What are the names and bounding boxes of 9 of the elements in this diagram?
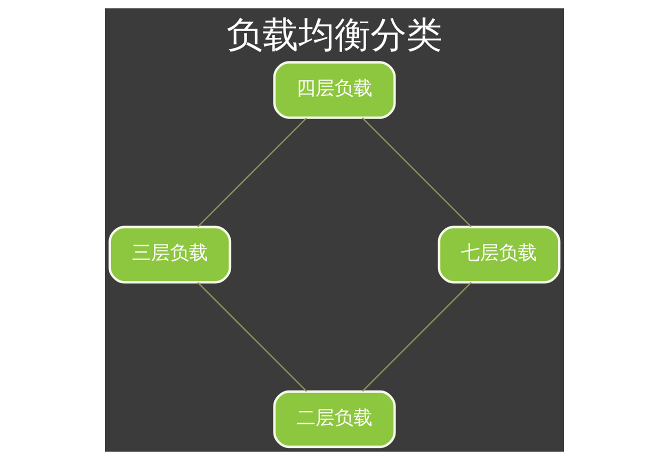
node-box: 七层负载 [437,226,560,284]
connector [362,282,472,392]
connector [196,118,306,228]
connector [361,117,472,228]
node-box: 二层负载 [272,390,396,448]
diagram-title: 负载均衡分类 [226,14,442,56]
node-box: 三层负载 [108,226,231,284]
connector [196,282,307,392]
node-box: 四层负载 [272,61,396,119]
